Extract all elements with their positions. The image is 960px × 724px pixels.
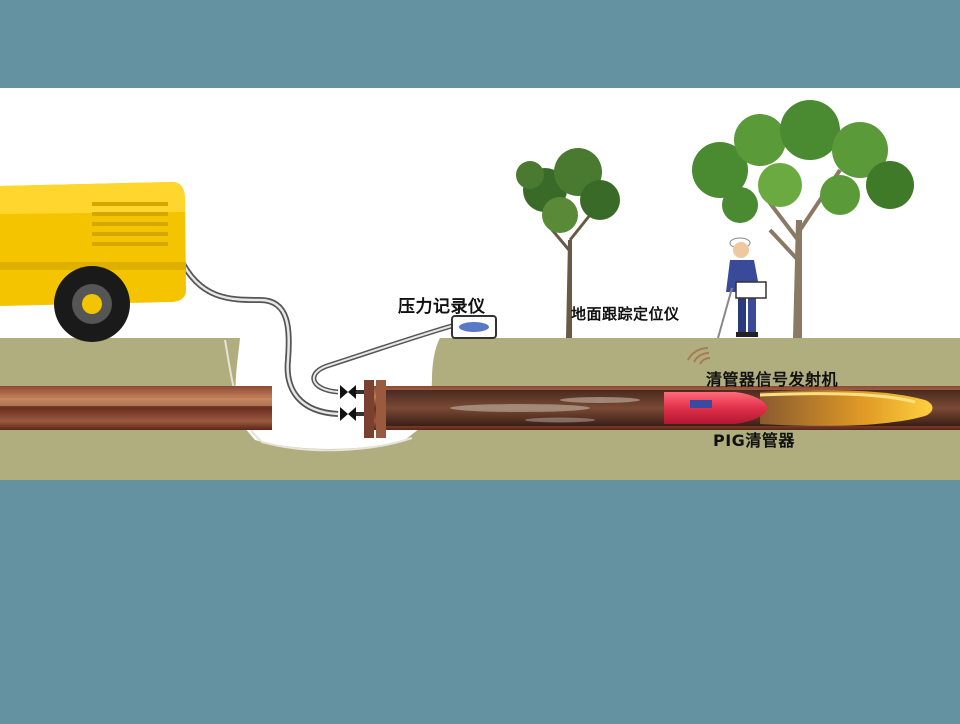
signal-waves-icon <box>687 347 711 365</box>
pipe-left <box>0 386 272 430</box>
pipe-left-highlight <box>0 398 272 406</box>
air-hose-core <box>178 257 339 416</box>
operator-with-locator <box>717 237 767 339</box>
pressure-recorder-label: 压力记录仪 <box>398 297 486 317</box>
compressor-wheel <box>54 266 130 342</box>
pig-transmitter-label: 清管器信号发射机 <box>706 370 839 389</box>
pig-cleaner <box>664 392 768 424</box>
valve-upper <box>340 385 364 399</box>
debris-flow <box>760 390 933 426</box>
flow-streak-1 <box>450 404 590 412</box>
pig-transmitter-module <box>690 400 712 408</box>
flow-streak-2 <box>560 397 640 403</box>
pig-cleaner-label: PIG清管器 <box>713 431 795 450</box>
valve-lower <box>340 407 364 421</box>
pit-edge <box>224 339 413 452</box>
flange-left <box>364 380 374 438</box>
debris-flow-edge <box>759 392 916 404</box>
ground-locator-label: 地面跟踪定位仪 <box>571 305 680 323</box>
flow-streak-3 <box>525 417 595 423</box>
pressure-line-core <box>312 324 456 393</box>
tree-small <box>516 148 620 338</box>
flange-right <box>376 380 386 438</box>
air-compressor <box>0 182 186 306</box>
tree-large <box>692 100 914 338</box>
pressure-recorder-display <box>459 322 489 332</box>
